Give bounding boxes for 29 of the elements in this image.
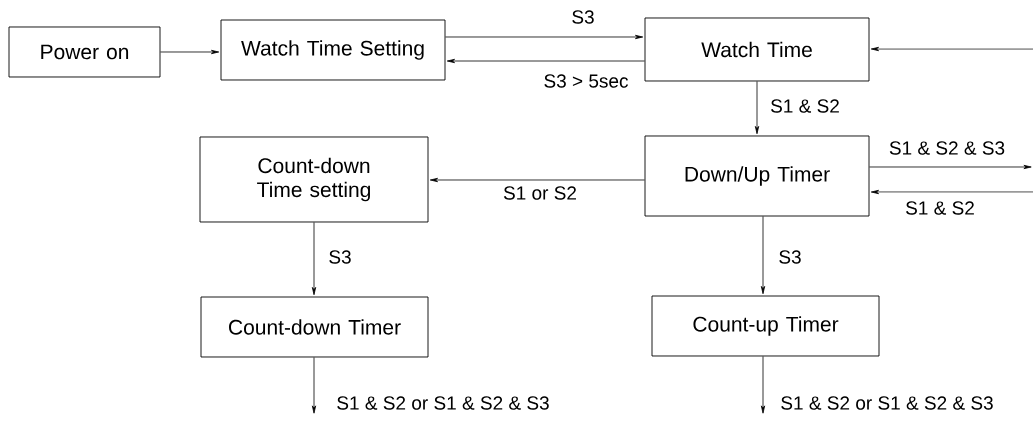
- edge-label: S3: [777, 249, 803, 265]
- edge-label: S1 & S2 or S1 & S2 & S3: [779, 395, 995, 411]
- arrow: [446, 58, 645, 64]
- edge-label: S1 & S2 & S3: [887, 140, 1007, 156]
- arrow: [870, 189, 1033, 195]
- arrow: [754, 81, 760, 135]
- state-box: Count-up Timer: [651, 295, 880, 357]
- state-box: Watch Time Setting: [220, 19, 446, 81]
- edge-label: S1 or S2: [502, 185, 578, 201]
- edge-label: S3: [570, 9, 596, 25]
- arrow: [760, 216, 766, 295]
- edge-label: S3: [327, 249, 353, 265]
- arrow: [869, 164, 1032, 170]
- arrow: [311, 357, 317, 414]
- edge-label: S3 > 5sec: [542, 73, 630, 89]
- state-box: Down/Up Timer: [644, 135, 870, 217]
- state-box: Count-down Timer: [200, 296, 429, 358]
- arrow: [870, 46, 1033, 52]
- edge-label: S1 & S2: [769, 98, 841, 114]
- arrow: [311, 222, 317, 296]
- state-box: Watch Time: [644, 17, 870, 82]
- state-box: Power on: [8, 26, 161, 78]
- arrow: [445, 34, 644, 40]
- state-box: Count-down Time setting: [199, 136, 429, 223]
- edge-label: S1 & S2 or S1 & S2 & S3: [335, 395, 551, 411]
- arrow: [160, 49, 220, 55]
- arrow: [760, 356, 766, 414]
- edge-label: S1 & S2: [904, 200, 976, 216]
- arrow: [429, 177, 645, 183]
